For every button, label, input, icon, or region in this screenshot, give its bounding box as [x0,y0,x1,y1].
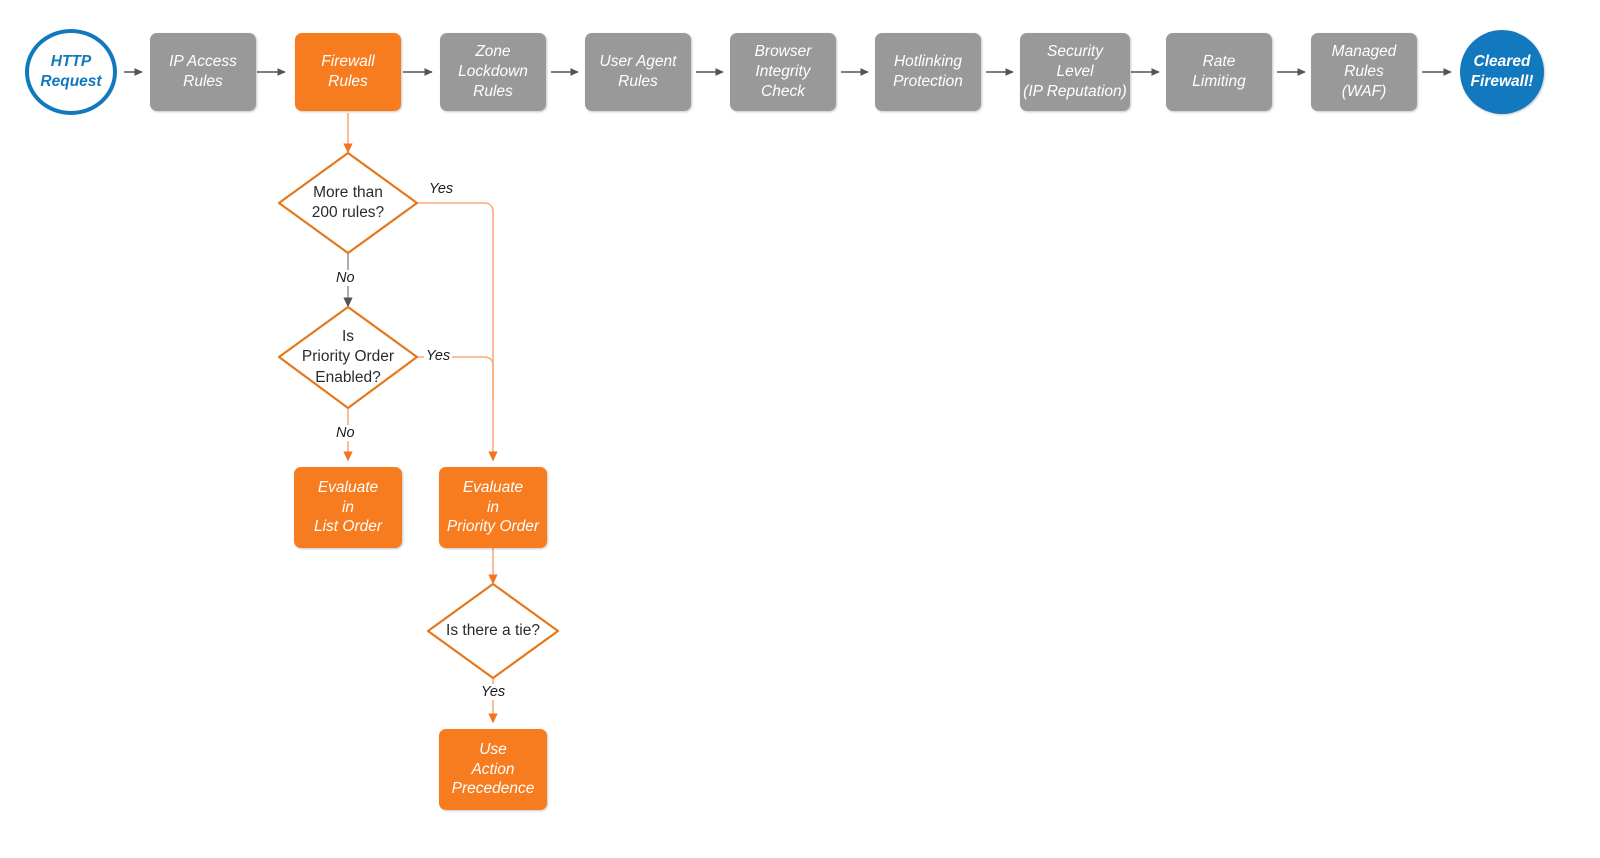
node-rate-limiting[interactable]: Rate Limiting [1166,33,1272,111]
node-browser-integrity-check[interactable]: Browser Integrity Check [730,33,836,111]
node-cleared-firewall[interactable]: Cleared Firewall! [1460,30,1544,114]
node-user-agent-rules-label: User Agent Rules [599,53,677,90]
node-use-action-precedence-label: Use Action Precedence [451,740,535,798]
node-firewall-rules[interactable]: Firewall Rules [295,33,401,111]
edge-label-yes-priority-enabled-text: Yes [426,348,451,364]
node-more-than-200-rules-label: More than 200 rules? [311,183,385,221]
node-is-there-a-tie[interactable]: Is there a tie? [428,584,558,678]
edge-label-yes-is-there-a-tie-text: Yes [481,684,506,700]
node-browser-integrity-check-label: Browser Integrity Check [754,43,812,100]
node-firewall-rules-label: Firewall Rules [321,53,375,90]
node-hotlinking-protection-label: Hotlinking Protection [893,53,963,90]
node-ip-access-rules[interactable]: IP Access Rules [150,33,256,111]
edge-label-yes-is-there-a-tie: Yes [479,684,508,700]
node-zone-lockdown-rules[interactable]: Zone Lockdown Rules [440,33,546,111]
node-evaluate-in-list-order-label: Evaluate in List Order [313,478,383,536]
node-managed-rules-waf-label: Managed Rules (WAF) [1331,43,1397,100]
edge-label-no-more-than-200-text: No [336,270,355,286]
node-cleared-firewall-label: Cleared Firewall! [1470,53,1534,90]
arrow-yes-more-than-200 [417,202,498,462]
node-user-agent-rules[interactable]: User Agent Rules [585,33,691,111]
node-http-request-label: HTTP Request [40,53,102,90]
node-evaluate-in-list-order[interactable]: Evaluate in List Order [294,467,402,548]
edge-label-no-more-than-200: No [334,270,357,286]
node-hotlinking-protection[interactable]: Hotlinking Protection [875,33,981,111]
node-is-priority-order-enabled[interactable]: Is Priority Order Enabled? [279,307,417,408]
node-security-level[interactable]: Security Level (IP Reputation) [1020,33,1130,111]
node-more-than-200-rules[interactable]: More than 200 rules? [279,153,417,253]
node-is-priority-order-enabled-label: Is Priority Order Enabled? [301,328,395,386]
node-is-there-a-tie-label: Is there a tie? [446,621,540,639]
edge-label-no-priority-enabled: No [334,425,357,441]
node-evaluate-in-priority-order[interactable]: Evaluate in Priority Order [439,467,547,548]
node-http-request[interactable]: HTTP Request [25,29,117,115]
node-use-action-precedence[interactable]: Use Action Precedence [439,729,547,810]
edge-label-yes-more-than-200-text: Yes [429,181,454,197]
node-security-level-label: Security Level (IP Reputation) [1023,43,1127,100]
node-zone-lockdown-rules-label: Zone Lockdown Rules [458,43,528,100]
node-managed-rules-waf[interactable]: Managed Rules (WAF) [1311,33,1417,111]
node-ip-access-rules-label: IP Access Rules [169,53,237,90]
edge-label-yes-priority-enabled: Yes [424,348,453,364]
node-rate-limiting-label: Rate Limiting [1192,53,1246,90]
edge-label-no-priority-enabled-text: No [336,425,355,441]
node-evaluate-in-priority-order-label: Evaluate in Priority Order [446,478,540,536]
edge-label-yes-more-than-200: Yes [427,181,456,197]
